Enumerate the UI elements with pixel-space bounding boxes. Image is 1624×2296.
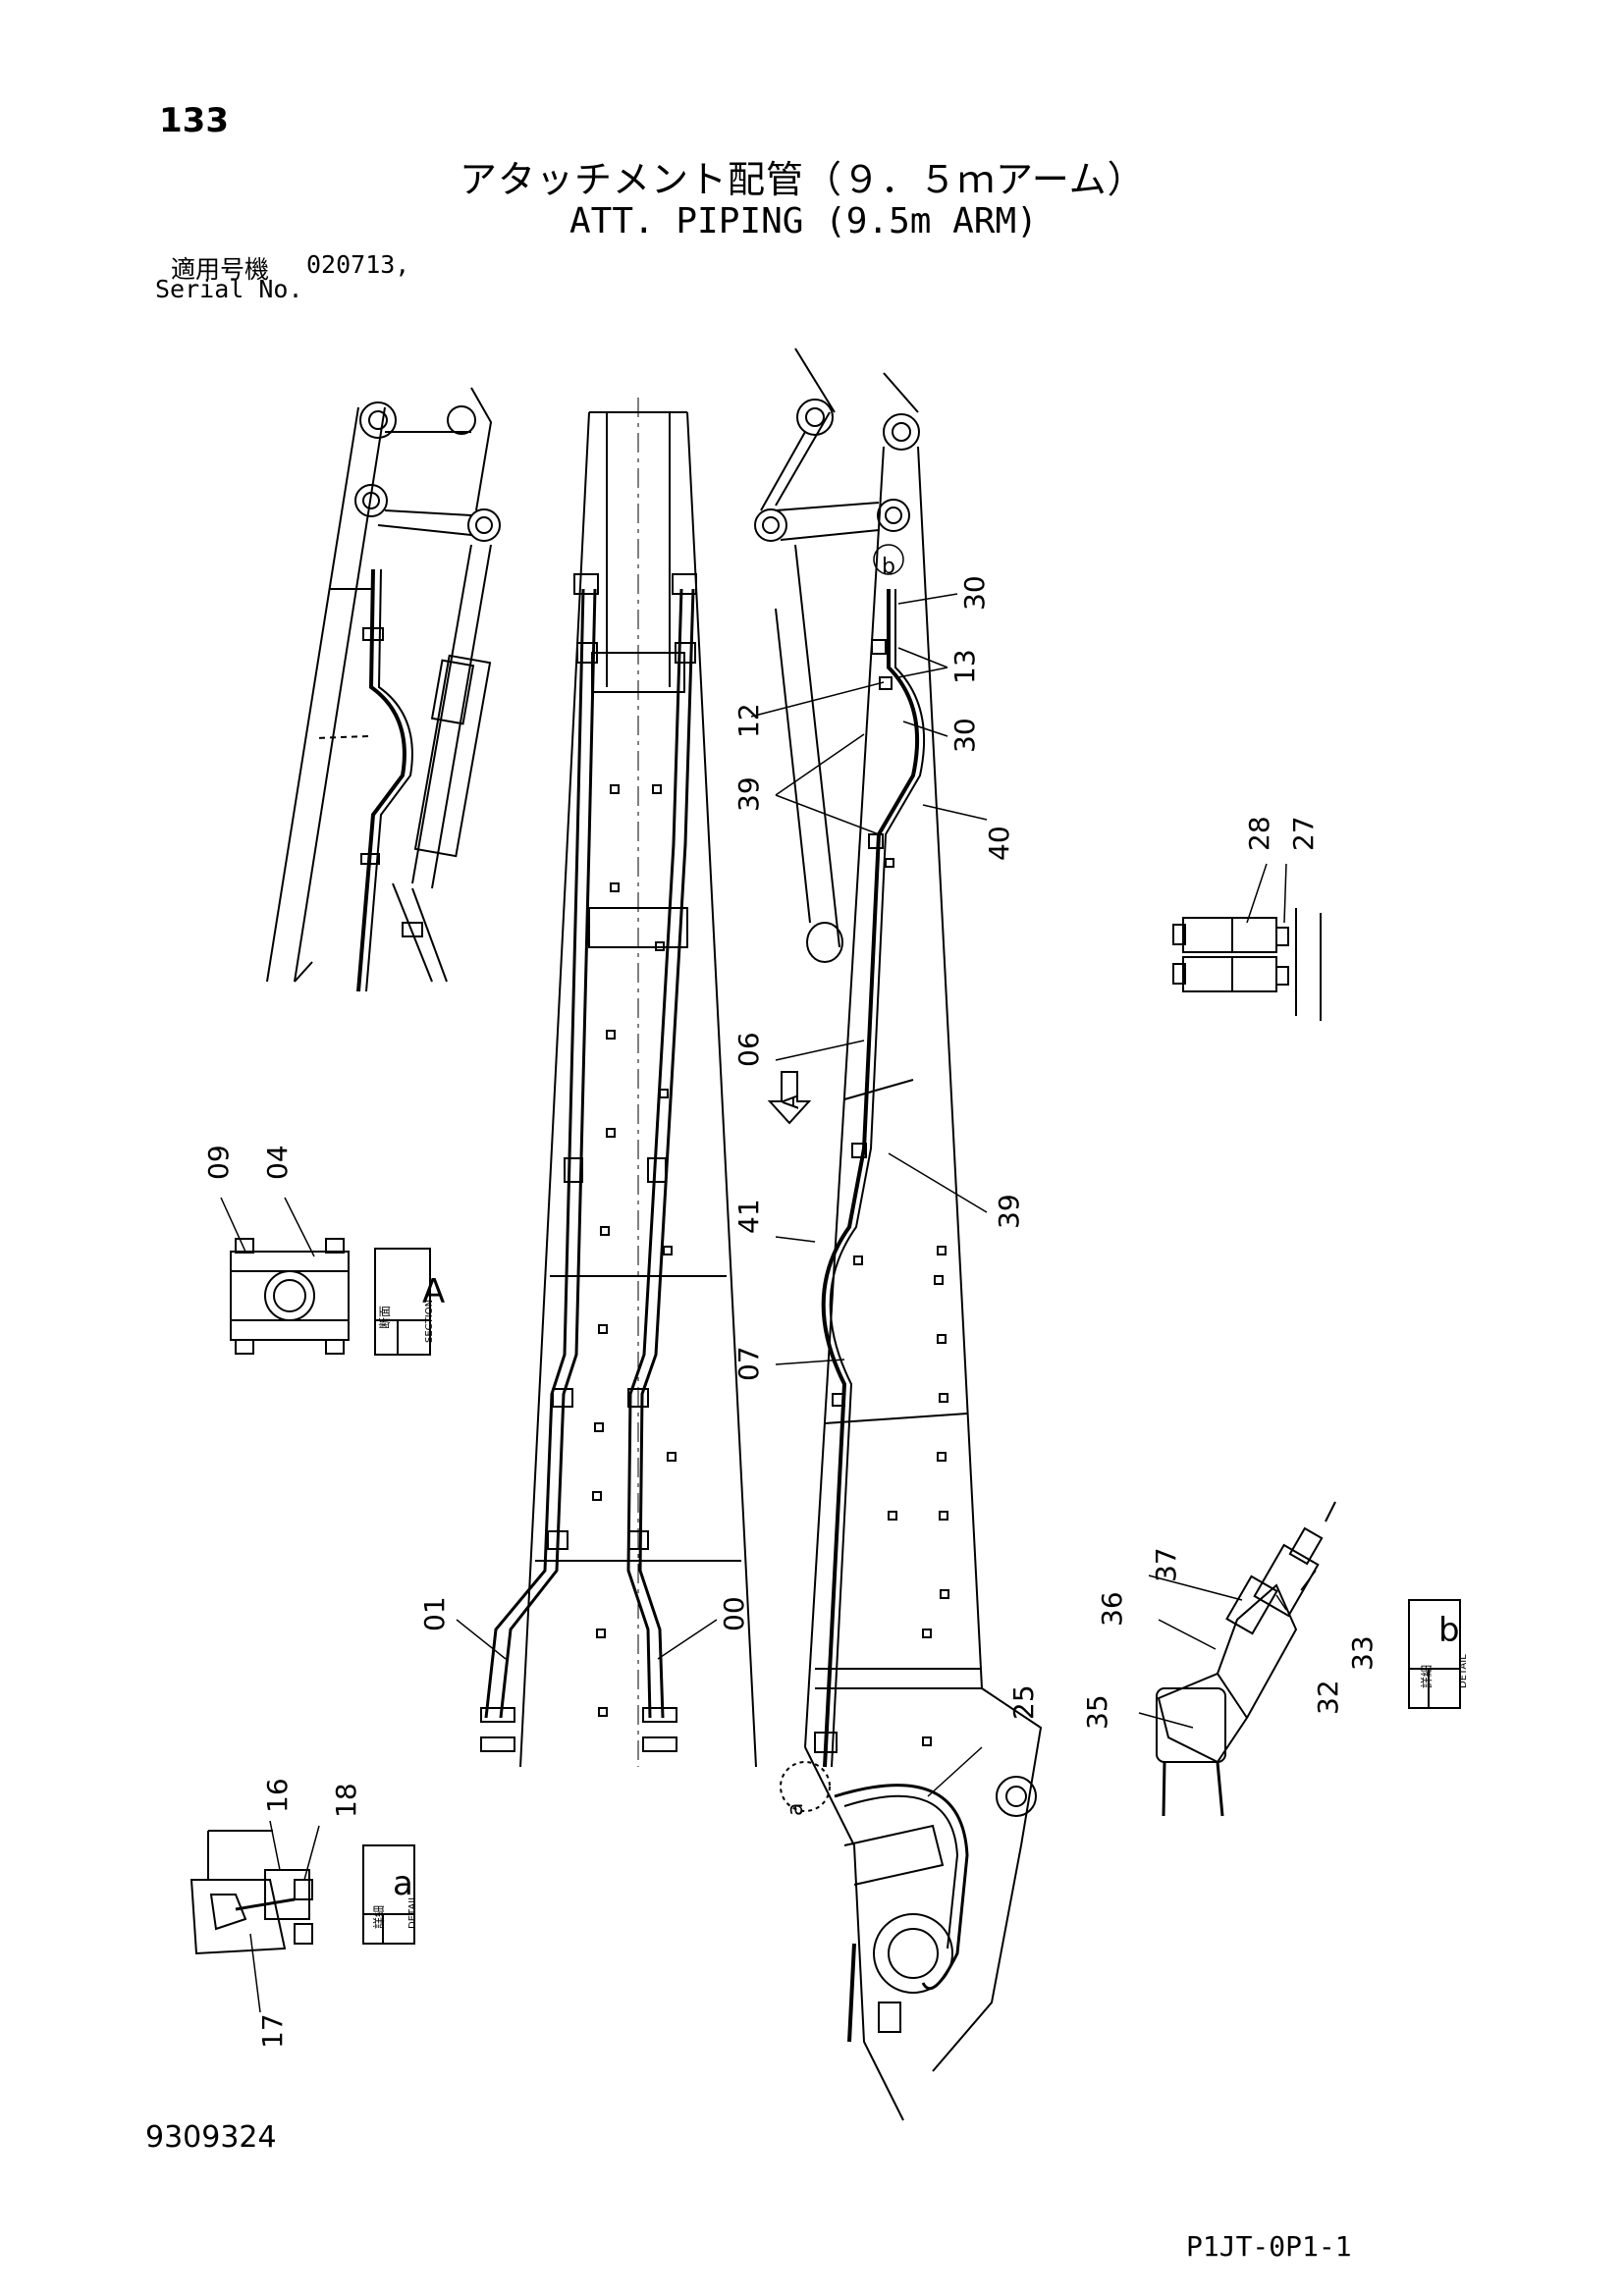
detail-a-view	[189, 1830, 415, 1955]
part-label-39-upper: 39	[732, 776, 765, 812]
part-label-01: 01	[418, 1596, 451, 1631]
serial-value: 020713,	[306, 250, 410, 279]
part-label-27: 27	[1287, 816, 1320, 851]
detail-b-kanji: 詳細	[1419, 1665, 1434, 1688]
part-label-13: 13	[948, 649, 981, 684]
section-a-view	[230, 1238, 431, 1356]
detail-b-letter: b	[1438, 1611, 1460, 1650]
part-label-41: 41	[732, 1199, 765, 1234]
serial-label-japanese: 適用号機	[171, 255, 270, 284]
part-label-37: 37	[1150, 1547, 1182, 1582]
part-label-16: 16	[261, 1778, 294, 1813]
right-arm-view	[754, 347, 1043, 2121]
part-label-36: 36	[1096, 1591, 1128, 1627]
detail-b-word: DETAIL	[1458, 1654, 1469, 1688]
leader-lines	[220, 593, 1317, 2013]
left-arm-view	[266, 387, 501, 992]
section-a-word: SECTION	[424, 1300, 435, 1343]
detail-a-letter: a	[393, 1864, 413, 1903]
part-label-00: 00	[718, 1596, 750, 1631]
part-label-30-upper: 30	[958, 575, 991, 611]
part-label-18: 18	[330, 1783, 362, 1818]
detail-a-word: DETAIL	[407, 1895, 418, 1929]
part-label-28: 28	[1243, 816, 1275, 851]
part-label-35: 35	[1081, 1694, 1113, 1730]
document-number: 9309324	[145, 2120, 277, 2155]
center-arm-view	[480, 398, 757, 1768]
section-a-letter: A	[422, 1272, 445, 1311]
detail-b-view	[1156, 1501, 1461, 1817]
part-label-09: 09	[202, 1145, 235, 1180]
detail-a-kanji: 詳細	[371, 1905, 386, 1929]
part-label-32: 32	[1312, 1680, 1344, 1715]
part-label-25: 25	[1007, 1684, 1040, 1720]
section-a-kanji: 断面	[377, 1306, 392, 1329]
part-label-40: 40	[983, 826, 1015, 861]
callout-a-letter: a	[784, 1803, 808, 1816]
part-label-12: 12	[732, 703, 765, 738]
title-japanese: アタッチメント配管（９．５ｍアーム）	[460, 158, 1146, 201]
valve-block-view	[1172, 908, 1322, 1021]
title-english: ATT. PIPING (9.5m ARM)	[569, 201, 1038, 241]
part-label-17: 17	[256, 2013, 289, 2049]
callout-b-letter: b	[882, 555, 895, 579]
view-arrow-letter: A	[780, 1095, 804, 1109]
page-number: 133	[159, 101, 229, 140]
view-direction-arrow: A	[767, 1071, 812, 1125]
sheet-code: P1JT-0P1-1	[1186, 2230, 1352, 2263]
part-label-07: 07	[732, 1346, 765, 1381]
part-label-04: 04	[261, 1145, 294, 1180]
callout-b-circle	[873, 544, 904, 575]
part-label-06: 06	[732, 1032, 765, 1067]
part-label-39-lower: 39	[993, 1194, 1025, 1229]
part-label-30-lower: 30	[948, 718, 981, 753]
serial-label-english: Serial No.	[155, 275, 303, 303]
part-label-33: 33	[1346, 1635, 1379, 1671]
